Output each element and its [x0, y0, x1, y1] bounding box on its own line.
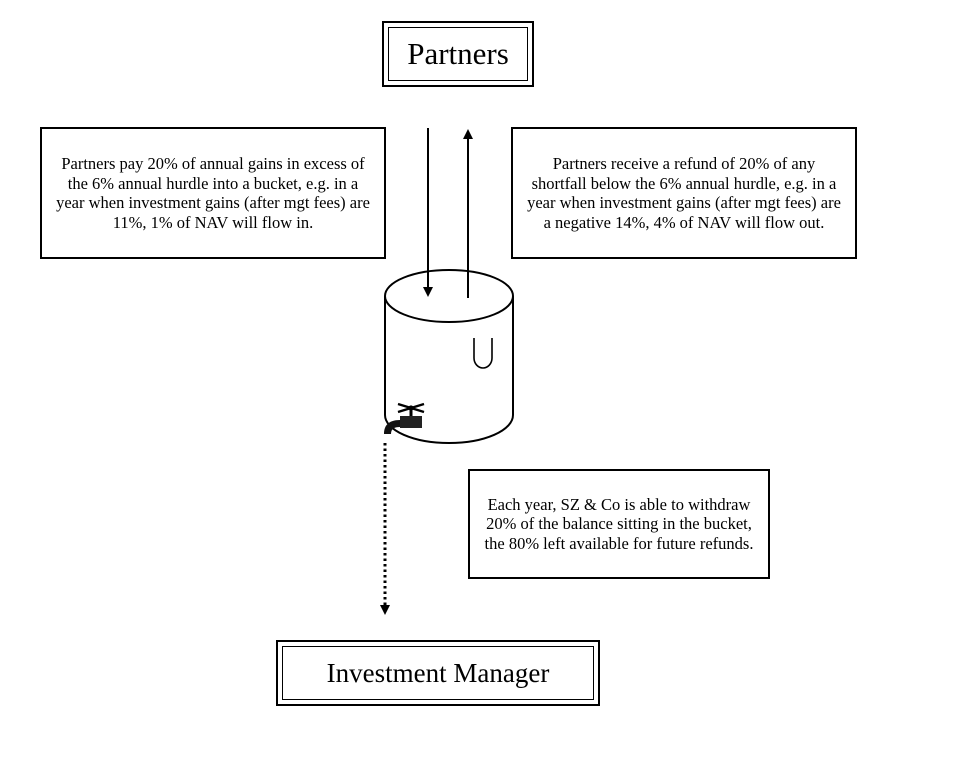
inflow-note: Partners pay 20% of annual gains in exce…: [40, 127, 386, 259]
outflow-note: Partners receive a refund of 20% of any …: [511, 127, 857, 259]
partners-label: Partners: [407, 36, 509, 71]
partners-box: Partners: [382, 21, 534, 87]
outflow-note-text: Partners receive a refund of 20% of any …: [527, 154, 841, 232]
tap-icon: [384, 402, 425, 434]
manager-label: Investment Manager: [326, 657, 550, 688]
manager-box: Investment Manager: [276, 640, 600, 706]
withdrawal-note-text: Each year, SZ & Co is able to withdraw 2…: [484, 494, 754, 553]
withdrawal-note: Each year, SZ & Co is able to withdraw 2…: [468, 469, 770, 579]
inflow-note-text: Partners pay 20% of annual gains in exce…: [56, 154, 370, 232]
